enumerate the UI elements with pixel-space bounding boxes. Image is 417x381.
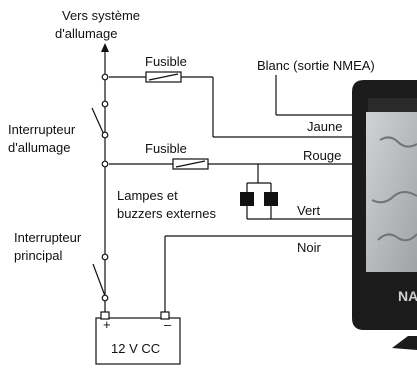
label-main-switch-2: principal [14, 248, 63, 263]
label-ignition-system-2: d'allumage [55, 26, 117, 41]
fuse-top-icon [145, 71, 182, 83]
label-lamps-1: Lampes et [117, 188, 178, 203]
label-red-wire: Rouge [303, 148, 341, 163]
label-battery: 12 V CC [111, 341, 160, 356]
label-battery-minus: – [164, 317, 172, 332]
fuse-mid-icon [172, 158, 209, 170]
label-black-wire: Noir [297, 240, 322, 255]
label-fuse-mid: Fusible [145, 141, 187, 156]
label-green-wire: Vert [297, 203, 321, 218]
ignition-switch-blade [91, 107, 106, 138]
svg-text:NA: NA [398, 288, 417, 304]
arrow-up-icon [101, 43, 109, 52]
label-ignition-switch-2: d'allumage [8, 140, 70, 155]
label-fuse-top: Fusible [145, 54, 187, 69]
label-battery-plus: + [103, 317, 111, 332]
label-white-wire: Blanc (sortie NMEA) [257, 58, 375, 73]
lamp-block-icon [240, 192, 254, 206]
label-main-switch-1: Interrupteur [14, 230, 82, 245]
main-switch-blade [92, 263, 106, 297]
buzzer-block-icon [264, 192, 278, 206]
label-lamps-2: buzzers externes [117, 206, 216, 221]
label-yellow-wire: Jaune [307, 119, 342, 134]
label-ignition-switch-1: Interrupteur [8, 122, 76, 137]
battery-box [95, 317, 181, 365]
label-ignition-system-1: Vers système [62, 8, 140, 23]
device-unit: NA [352, 80, 417, 350]
